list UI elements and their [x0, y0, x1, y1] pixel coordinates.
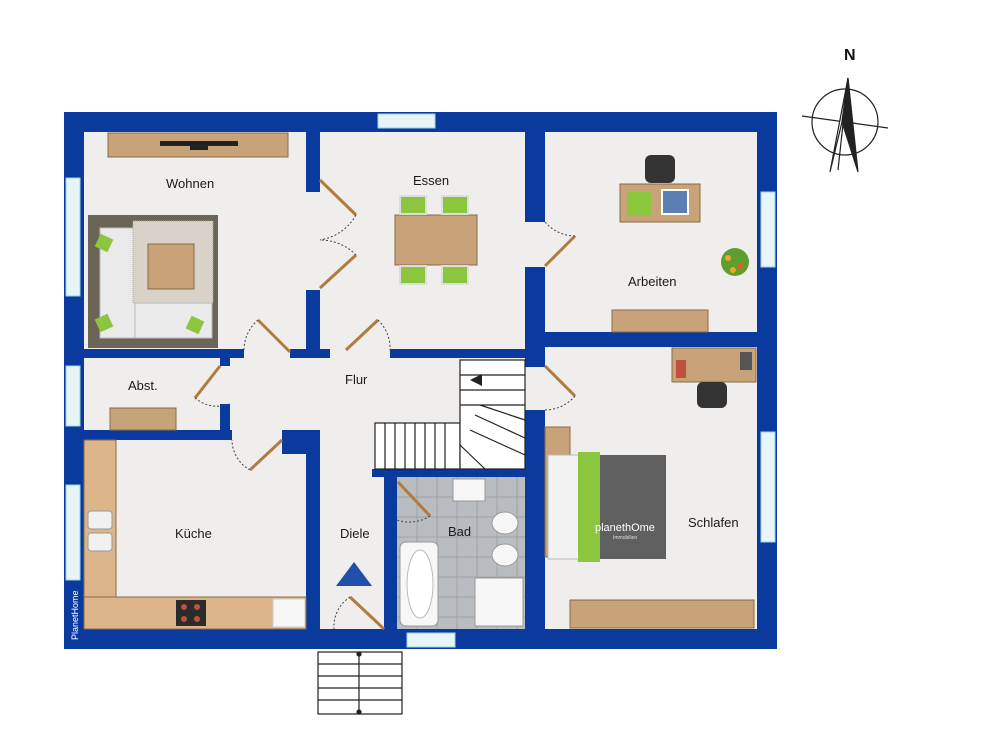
room-label-flur: Flur: [345, 372, 368, 387]
plant-icon: [721, 248, 749, 276]
bed: planethOme Immobilien: [544, 426, 666, 562]
room-label-schlafen: Schlafen: [688, 515, 739, 530]
room-label-arbeiten: Arbeiten: [628, 274, 676, 289]
room-label-diele: Diele: [340, 526, 370, 541]
room-label-kueche: Küche: [175, 526, 212, 541]
bed-logo: planethOme: [595, 522, 655, 534]
compass-north-label: N: [844, 47, 856, 64]
kitchen-counter: [83, 439, 307, 630]
dining-table: [394, 195, 478, 285]
bathroom-fixtures: [399, 478, 524, 627]
staircase: [374, 359, 526, 470]
wardrobe: [569, 599, 755, 629]
cushions: [94, 233, 205, 335]
compass-icon: [801, 77, 889, 173]
desk: [619, 155, 701, 223]
watermark: PlanetHome: [70, 590, 80, 640]
interior-walls: [84, 132, 757, 629]
dresser: [671, 347, 757, 408]
stair-arrow-icon: [470, 374, 482, 386]
room-label-abst: Abst.: [128, 378, 158, 393]
doors: [193, 178, 577, 631]
room-label-bad: Bad: [448, 524, 471, 539]
windows: [65, 113, 776, 648]
room-label-wohnen: Wohnen: [166, 176, 214, 191]
entrance-arrow-icon: [336, 562, 372, 586]
bed-logo-sub: Immobilien: [613, 535, 637, 541]
entrance-steps: [317, 651, 403, 715]
room-label-essen: Essen: [413, 173, 449, 188]
tv-sideboard: [107, 132, 289, 158]
shelf-abst: [109, 407, 177, 431]
shelf-arbeiten: [611, 309, 709, 333]
rug: [132, 220, 214, 304]
